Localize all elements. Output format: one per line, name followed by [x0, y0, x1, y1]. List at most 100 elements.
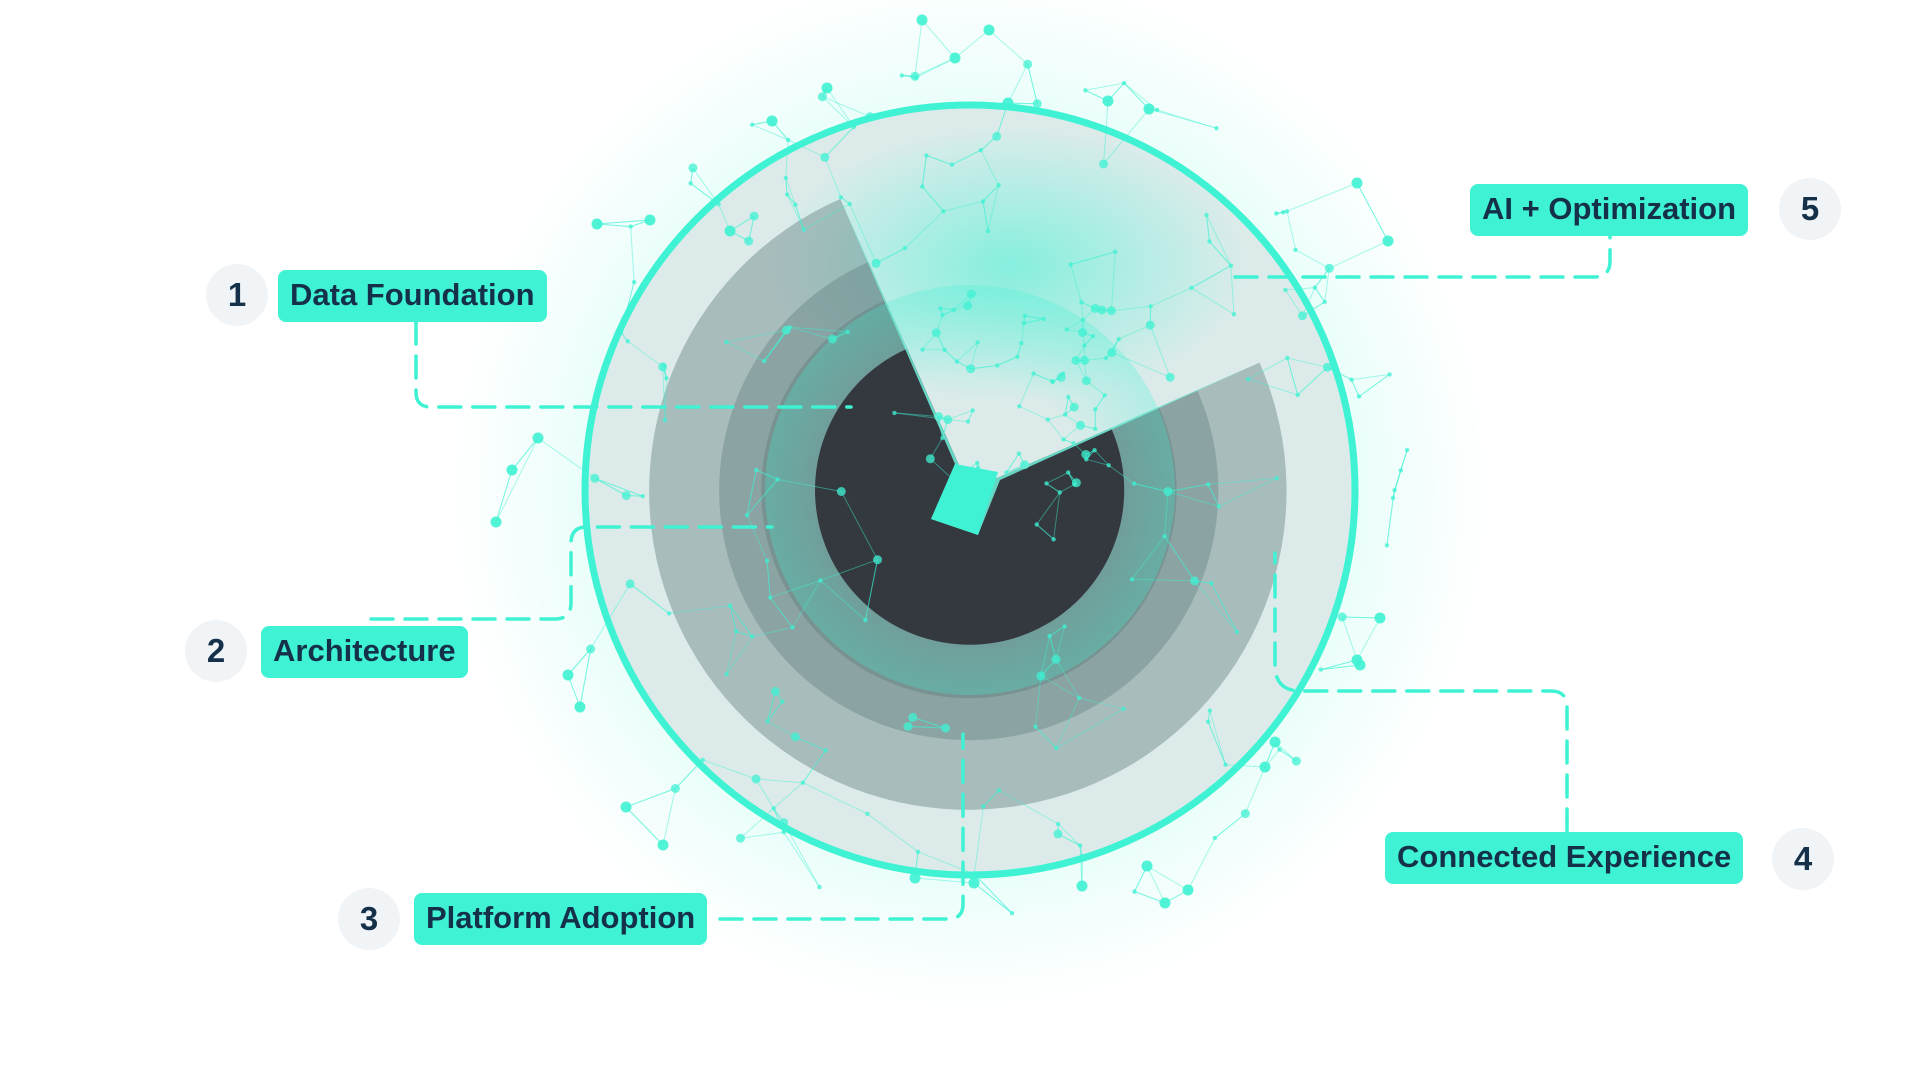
network-node [1143, 103, 1155, 115]
network-node [916, 14, 928, 26]
network-link [1356, 617, 1381, 661]
network-node [532, 432, 544, 444]
network-link [1118, 324, 1151, 340]
network-node [1228, 263, 1234, 268]
network-node [1165, 372, 1175, 382]
network-node [1015, 354, 1020, 359]
network-node [750, 122, 755, 127]
network-link [1036, 524, 1054, 540]
network-node [817, 884, 822, 890]
network-link [987, 185, 1000, 232]
network-link [1214, 813, 1246, 839]
network-node [1163, 487, 1173, 497]
network-link [1286, 357, 1299, 396]
network-link [1094, 394, 1106, 410]
network-node [625, 339, 630, 344]
network-link [1314, 287, 1326, 303]
network-node [1121, 706, 1126, 711]
network-link [787, 139, 826, 158]
network-link [1024, 315, 1044, 320]
network-node [925, 454, 935, 464]
network-link [1070, 251, 1116, 265]
network-link [983, 790, 1000, 807]
network-node [1295, 392, 1300, 398]
network-node [1061, 437, 1066, 442]
network-node [1033, 724, 1038, 729]
network-node [700, 757, 705, 762]
network-link [1049, 626, 1065, 637]
stage-3-label: Platform Adoption [414, 893, 708, 945]
network-node [942, 347, 947, 352]
network-link [824, 126, 855, 158]
network-link [789, 326, 848, 333]
network-link [1148, 108, 1217, 129]
network-link [746, 514, 768, 561]
network-node [1103, 355, 1109, 361]
network-link [785, 177, 788, 195]
network-node [836, 487, 846, 496]
network-node [1206, 482, 1211, 487]
network-node [1023, 59, 1033, 69]
network-node [1106, 463, 1111, 468]
network-node [785, 192, 790, 197]
network-node [1384, 543, 1390, 548]
network-link [746, 479, 778, 516]
network-link [1214, 813, 1246, 839]
network-node [1019, 340, 1024, 346]
network-link [982, 184, 999, 202]
network-node [661, 363, 667, 368]
network-link [926, 155, 953, 166]
network-link [1046, 482, 1061, 493]
network-link [766, 560, 771, 598]
network-link [763, 329, 787, 362]
network-node [1291, 756, 1301, 766]
network-node [1351, 177, 1363, 189]
network-node [1354, 659, 1366, 671]
network-link [495, 437, 539, 523]
network-link [1164, 535, 1196, 582]
network-link [904, 210, 944, 249]
network-node [1132, 889, 1137, 894]
network-link [1057, 823, 1081, 846]
network-node [1285, 355, 1290, 361]
network-node [931, 328, 941, 338]
network-link [567, 674, 581, 708]
network-link [752, 124, 789, 141]
network-node [1092, 448, 1097, 453]
network-link [1005, 453, 1020, 473]
network-node [1053, 829, 1063, 839]
network-link [785, 177, 796, 205]
network-node [910, 71, 920, 81]
network-link [1167, 491, 1219, 507]
network-link [1094, 449, 1110, 466]
network-node [586, 644, 596, 654]
network-link [1146, 865, 1166, 904]
network-link [1244, 766, 1266, 814]
network-node [1068, 262, 1073, 267]
network-node [688, 163, 698, 173]
network-link [1324, 268, 1330, 302]
network-link [1320, 664, 1361, 671]
network-node [780, 699, 785, 704]
network-link [726, 631, 737, 675]
network-node [821, 82, 833, 94]
network-link [752, 627, 793, 638]
network-link [907, 726, 946, 729]
network-link [1341, 616, 1358, 661]
network-link [1123, 82, 1150, 110]
network-node [818, 578, 823, 583]
network-link [579, 648, 592, 708]
stage-1-label: Data Foundation [278, 270, 547, 322]
network-link [875, 247, 906, 264]
network-link [973, 882, 1013, 914]
network-node [1121, 80, 1127, 86]
network-link [729, 605, 753, 637]
stage-4-number: 4 [1772, 828, 1834, 890]
network-link [625, 788, 676, 808]
network-node [770, 686, 780, 696]
network-node [1062, 624, 1067, 629]
network-node [1080, 355, 1090, 365]
network-node [865, 811, 870, 816]
network-node [1349, 377, 1354, 382]
